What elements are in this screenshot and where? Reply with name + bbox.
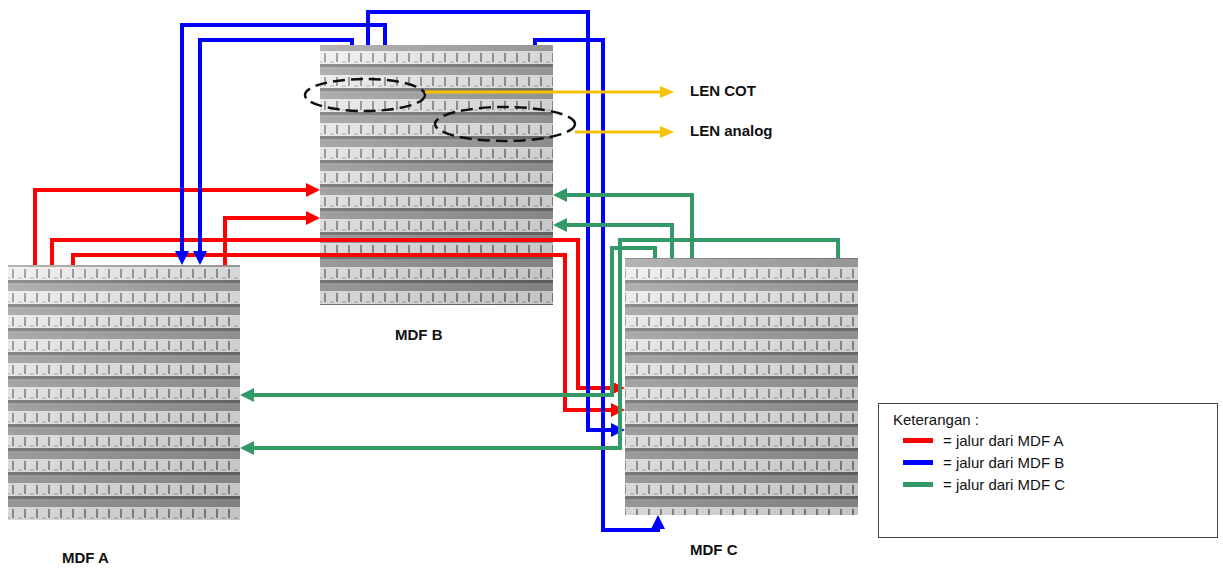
- panel-b-photo: [320, 45, 553, 305]
- leader-line: [425, 91, 662, 94]
- wire-connector: [535, 40, 658, 530]
- leader-arrowhead: [660, 86, 674, 98]
- legend-swatch: [903, 482, 933, 487]
- dashed-ellipse: [305, 79, 425, 111]
- panel-label: MDF A: [62, 549, 109, 567]
- callout-label: LEN analog: [690, 122, 773, 140]
- mdf-panel: MDF A: [8, 265, 240, 520]
- wire-connector: [52, 240, 618, 388]
- legend-row: = jalur dari MDF C: [903, 476, 1065, 493]
- panel-a-photo: [8, 265, 240, 520]
- leader-arrowhead: [660, 126, 674, 138]
- photo-shade: [320, 45, 553, 305]
- legend-title: Keterangan :: [893, 411, 979, 429]
- legend-row: = jalur dari MDF A: [903, 432, 1063, 449]
- wire-connector: [247, 248, 655, 395]
- legend-text: = jalur dari MDF A: [943, 432, 1063, 449]
- terminal-block: [625, 258, 858, 515]
- wire-connector: [247, 240, 838, 448]
- legend-swatch: [903, 438, 933, 443]
- terminal-block: [320, 45, 553, 305]
- legend-text: = jalur dari MDF C: [943, 476, 1065, 493]
- dashed-ellipse: [435, 107, 575, 141]
- wire-connector: [182, 25, 385, 258]
- mdf-panel: MDF B: [320, 45, 553, 305]
- legend-row: = jalur dari MDF B: [903, 454, 1064, 471]
- panel-label: MDF B: [395, 326, 443, 344]
- photo-shade: [625, 258, 858, 515]
- mdf-panel: MDF C: [625, 258, 858, 515]
- wire-connector: [368, 12, 618, 430]
- leader-line: [575, 131, 662, 134]
- wire-connector: [73, 255, 618, 410]
- callout-label: LEN COT: [690, 82, 756, 100]
- panel-c-photo: [625, 258, 858, 515]
- photo-shade: [8, 265, 240, 520]
- legend-swatch: [903, 460, 933, 465]
- wire-connector: [200, 40, 352, 258]
- terminal-block: [8, 265, 240, 520]
- panel-label: MDF C: [690, 541, 738, 559]
- legend-text: = jalur dari MDF B: [943, 454, 1064, 471]
